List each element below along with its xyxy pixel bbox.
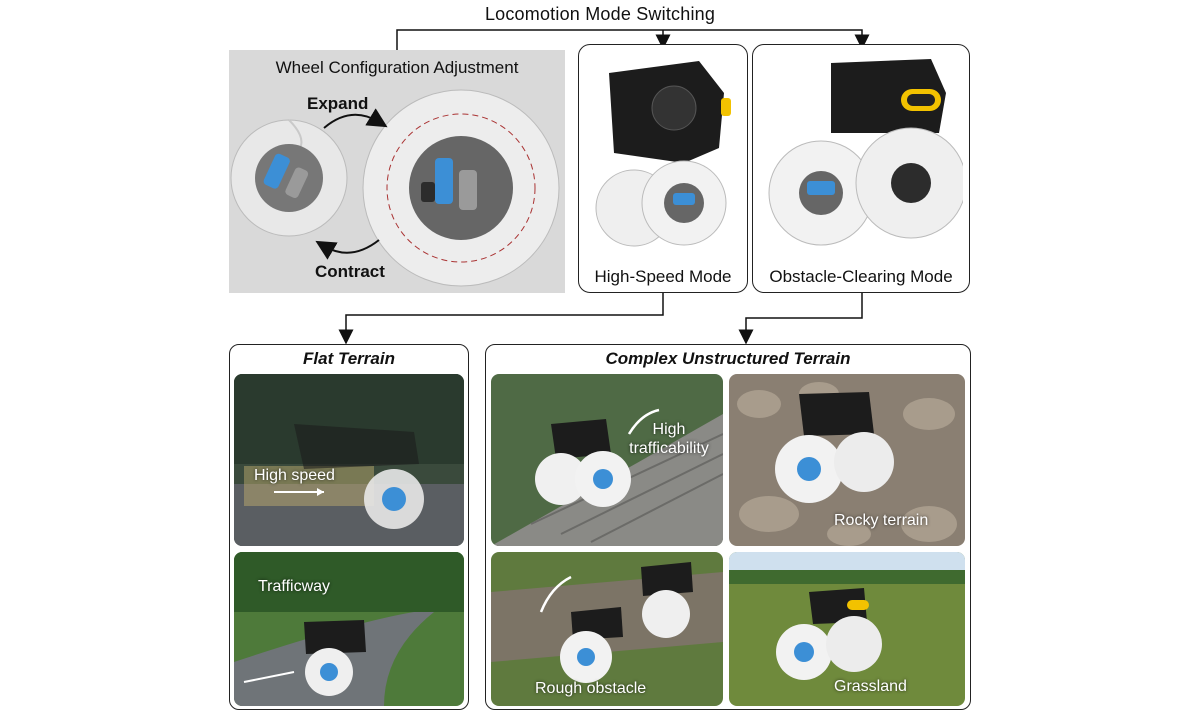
contract-label: Contract <box>315 262 385 281</box>
grassland-photo: Grassland <box>729 552 965 706</box>
high-speed-photo: High speed <box>234 374 464 546</box>
flat-terrain-title: Flat Terrain <box>303 349 395 368</box>
expand-label: Expand <box>307 94 369 113</box>
trafficway-photo: Trafficway <box>234 552 464 706</box>
trafficway-label: Trafficway <box>258 578 331 595</box>
obstacle-clearing-robot-illustration <box>768 59 963 246</box>
high-trafficability-label: High trafficability <box>629 421 709 457</box>
high-speed-mode-box: High-Speed Mode <box>578 44 748 293</box>
rocky-terrain-photo: Rocky terrain <box>729 374 965 546</box>
wheel-configuration-title: Wheel Configuration Adjustment <box>275 58 519 77</box>
flat-terrain-panel: Flat Terrain High speed Trafficway <box>229 344 469 710</box>
high-speed-robot-illustration <box>595 61 731 247</box>
complex-terrain-title: Complex Unstructured Terrain <box>605 349 851 368</box>
obstacle-clearing-mode-label: Obstacle-Clearing Mode <box>769 267 953 286</box>
rough-obstacle-label: Rough obstacle <box>535 680 647 697</box>
high-speed-label: High speed <box>254 467 335 484</box>
wheel-illustration <box>230 89 560 287</box>
high-speed-mode-label: High-Speed Mode <box>594 267 732 286</box>
wheel-configuration-panel: Wheel Configuration Adjustment Expand Co… <box>229 50 565 293</box>
locomotion-mode-switching-title: Locomotion Mode Switching <box>484 4 716 24</box>
high-trafficability-photo: High trafficability <box>491 374 723 546</box>
obstacle-clearing-mode-box: Obstacle-Clearing Mode <box>752 44 970 293</box>
complex-terrain-panel: Complex Unstructured Terrain High traffi… <box>485 344 971 710</box>
rocky-terrain-label: Rocky terrain <box>834 512 929 529</box>
rough-obstacle-photo: Rough obstacle <box>491 552 723 706</box>
grassland-label: Grassland <box>834 678 907 695</box>
